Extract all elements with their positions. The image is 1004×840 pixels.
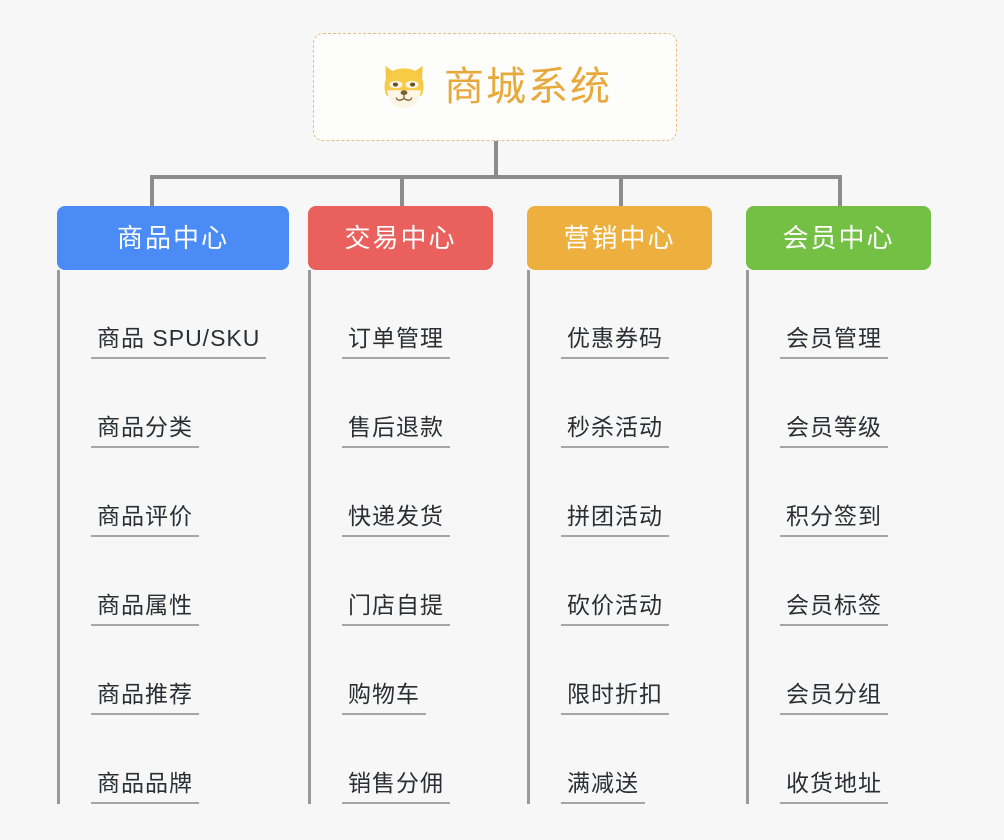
leaf-label: 售后退款 bbox=[348, 413, 444, 440]
branch-header-2[interactable]: 交易中心 bbox=[308, 206, 493, 270]
leaf-label: 销售分佣 bbox=[348, 769, 444, 796]
branch-label-1: 商品中心 bbox=[116, 223, 229, 253]
branch-column-4: 会员中心 会员管理 会员等级 积分签到 会员标签 会员分组 收货地址 bbox=[746, 206, 931, 804]
leaf-item[interactable]: 限时折扣 bbox=[527, 626, 712, 715]
leaf-label: 商品推荐 bbox=[97, 680, 193, 707]
connector-drop-1 bbox=[150, 175, 154, 206]
leaf-item[interactable]: 销售分佣 bbox=[308, 715, 493, 804]
leaf-item[interactable]: 积分签到 bbox=[746, 448, 931, 537]
leaf-label: 会员管理 bbox=[786, 324, 882, 351]
leaf-label: 购物车 bbox=[348, 680, 420, 707]
leaf-label: 满减送 bbox=[567, 769, 639, 796]
shiba-dog-face-icon bbox=[384, 65, 424, 109]
leaf-item[interactable]: 快递发货 bbox=[308, 448, 493, 537]
leaf-label: 拼团活动 bbox=[567, 502, 663, 529]
connector-drop-3 bbox=[619, 175, 623, 206]
leaf-label: 秒杀活动 bbox=[567, 413, 663, 440]
leaf-item[interactable]: 会员等级 bbox=[746, 359, 931, 448]
branch-spine-2 bbox=[308, 270, 311, 804]
leaf-label: 限时折扣 bbox=[567, 680, 663, 707]
connector-drop-4 bbox=[838, 175, 842, 206]
leaf-item[interactable]: 门店自提 bbox=[308, 537, 493, 626]
branch-column-1: 商品中心 商品 SPU/SKU 商品分类 商品评价 商品属性 商品推荐 商品品牌 bbox=[57, 206, 289, 804]
leaf-label: 收货地址 bbox=[786, 769, 882, 796]
branch-column-2: 交易中心 订单管理 售后退款 快递发货 门店自提 购物车 销售分佣 bbox=[308, 206, 493, 804]
leaf-label: 会员分组 bbox=[786, 680, 882, 707]
branch-spine-3 bbox=[527, 270, 530, 804]
leaf-item[interactable]: 会员标签 bbox=[746, 537, 931, 626]
branch-items-2: 订单管理 售后退款 快递发货 门店自提 购物车 销售分佣 bbox=[308, 270, 493, 804]
leaf-label: 商品属性 bbox=[97, 591, 193, 618]
leaf-item[interactable]: 购物车 bbox=[308, 626, 493, 715]
leaf-item[interactable]: 商品 SPU/SKU bbox=[57, 270, 289, 359]
branch-label-3: 营销中心 bbox=[563, 223, 676, 253]
leaf-label: 优惠券码 bbox=[567, 324, 663, 351]
branch-label-2: 交易中心 bbox=[344, 223, 457, 253]
root-node[interactable]: 商城系统 bbox=[313, 33, 677, 141]
leaf-item[interactable]: 优惠券码 bbox=[527, 270, 712, 359]
connector-root-stem bbox=[494, 141, 498, 177]
branch-header-1[interactable]: 商品中心 bbox=[57, 206, 289, 270]
branch-header-4[interactable]: 会员中心 bbox=[746, 206, 931, 270]
leaf-label: 积分签到 bbox=[786, 502, 882, 529]
leaf-item[interactable]: 商品评价 bbox=[57, 448, 289, 537]
leaf-item[interactable]: 售后退款 bbox=[308, 359, 493, 448]
branch-spine-4 bbox=[746, 270, 749, 804]
branch-header-3[interactable]: 营销中心 bbox=[527, 206, 712, 270]
leaf-item[interactable]: 商品属性 bbox=[57, 537, 289, 626]
leaf-label: 商品评价 bbox=[97, 502, 193, 529]
branch-items-4: 会员管理 会员等级 积分签到 会员标签 会员分组 收货地址 bbox=[746, 270, 931, 804]
leaf-item[interactable]: 商品推荐 bbox=[57, 626, 289, 715]
branch-spine-1 bbox=[57, 270, 60, 804]
leaf-item[interactable]: 砍价活动 bbox=[527, 537, 712, 626]
leaf-label: 商品品牌 bbox=[97, 769, 193, 796]
leaf-label: 门店自提 bbox=[348, 591, 444, 618]
connector-drop-2 bbox=[400, 175, 404, 206]
branch-column-3: 营销中心 优惠券码 秒杀活动 拼团活动 砍价活动 限时折扣 满减送 bbox=[527, 206, 712, 804]
leaf-item[interactable]: 拼团活动 bbox=[527, 448, 712, 537]
leaf-item[interactable]: 收货地址 bbox=[746, 715, 931, 804]
leaf-label: 快递发货 bbox=[348, 502, 444, 529]
branch-label-4: 会员中心 bbox=[782, 223, 895, 253]
leaf-label: 会员等级 bbox=[786, 413, 882, 440]
connector-horizontal-bar bbox=[150, 175, 840, 179]
leaf-item[interactable]: 满减送 bbox=[527, 715, 712, 804]
branch-items-1: 商品 SPU/SKU 商品分类 商品评价 商品属性 商品推荐 商品品牌 bbox=[57, 270, 289, 804]
leaf-label: 商品分类 bbox=[97, 413, 193, 440]
leaf-label: 商品 SPU/SKU bbox=[97, 324, 261, 351]
leaf-label: 砍价活动 bbox=[567, 591, 663, 618]
leaf-label: 订单管理 bbox=[348, 324, 444, 351]
leaf-item[interactable]: 会员分组 bbox=[746, 626, 931, 715]
leaf-label: 会员标签 bbox=[786, 591, 882, 618]
leaf-item[interactable]: 商品分类 bbox=[57, 359, 289, 448]
leaf-item[interactable]: 订单管理 bbox=[308, 270, 493, 359]
leaf-item[interactable]: 秒杀活动 bbox=[527, 359, 712, 448]
root-node-title: 商城系统 bbox=[444, 65, 612, 109]
branch-items-3: 优惠券码 秒杀活动 拼团活动 砍价活动 限时折扣 满减送 bbox=[527, 270, 712, 804]
leaf-item[interactable]: 会员管理 bbox=[746, 270, 931, 359]
leaf-item[interactable]: 商品品牌 bbox=[57, 715, 289, 804]
